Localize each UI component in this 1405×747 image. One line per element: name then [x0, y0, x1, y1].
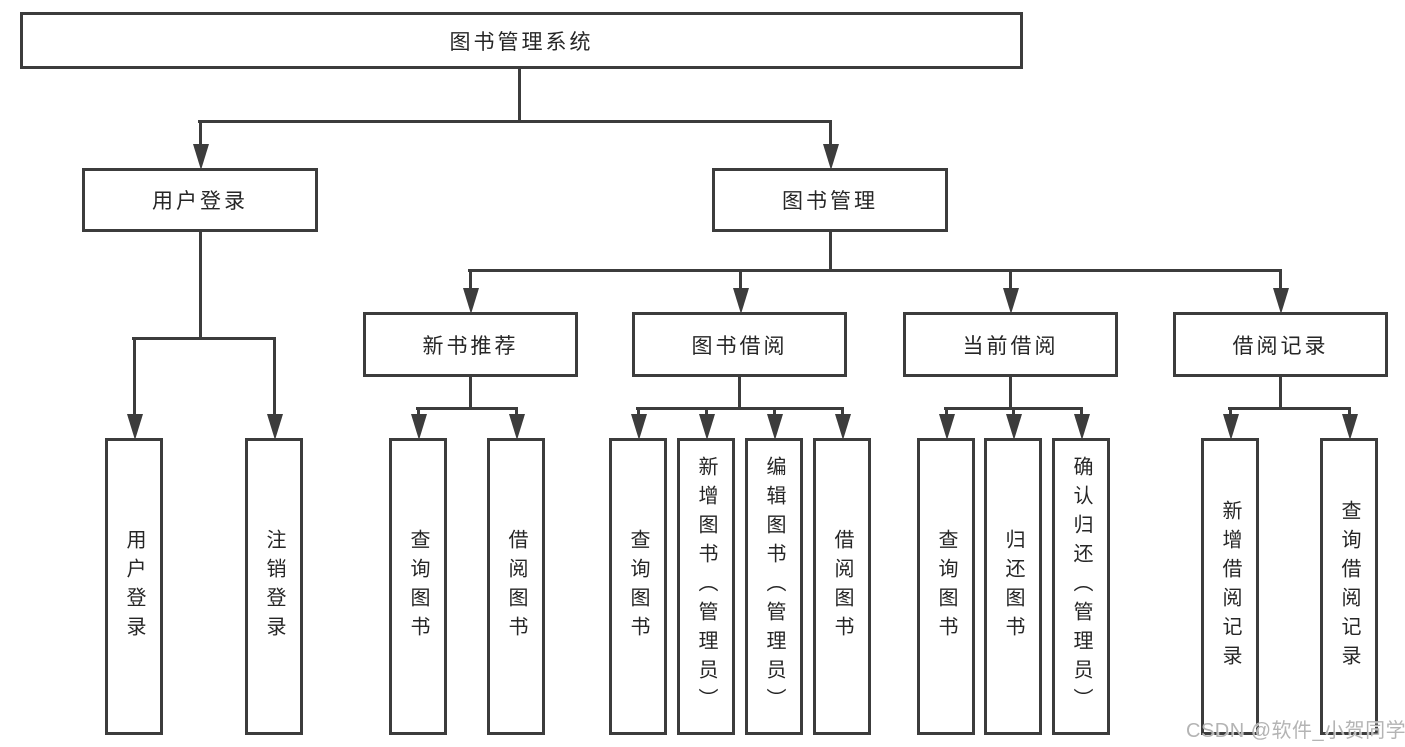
down-arrow-icon — [705, 407, 708, 414]
leaf-add-borrow-record: 新增借阅记录 — [1201, 438, 1259, 735]
node-book-borrowing: 图书借阅 — [632, 312, 847, 377]
edge-current-drop — [1009, 377, 1012, 407]
edge-book-management-bar — [468, 269, 1282, 272]
down-arrow-icon — [1012, 407, 1015, 414]
down-arrow-icon — [417, 407, 420, 414]
leaf-logout: 注销登录 — [245, 438, 303, 735]
node-book-management: 图书管理 — [712, 168, 948, 232]
edge-book-management-drop — [829, 232, 832, 269]
down-arrow-icon — [637, 407, 640, 414]
down-arrow-icon — [273, 337, 276, 414]
leaf-query-books-recommend: 查询图书 — [389, 438, 447, 735]
node-library-management-system: 图书管理系统 — [20, 12, 1023, 69]
leaf-borrow-books-borrowing: 借阅图书 — [813, 438, 871, 735]
watermark-text: CSDN @软件_小贺同学 — [1186, 720, 1405, 742]
down-arrow-icon — [945, 407, 948, 414]
down-arrow-icon — [1279, 269, 1282, 288]
leaf-query-books-current: 查询图书 — [917, 438, 975, 735]
leaf-confirm-return-admin: 确认归还（管理员） — [1052, 438, 1110, 735]
down-arrow-icon — [469, 269, 472, 288]
edge-user-login-drop — [199, 232, 202, 337]
leaf-return-books: 归还图书 — [984, 438, 1042, 735]
leaf-borrow-books-recommend: 借阅图书 — [487, 438, 545, 735]
leaf-query-borrow-record: 查询借阅记录 — [1320, 438, 1378, 735]
leaf-user-login: 用户登录 — [105, 438, 163, 735]
edge-recommend-bar — [416, 407, 517, 410]
edge-root-bar — [198, 120, 832, 123]
leaf-query-books-borrowing: 查询图书 — [609, 438, 667, 735]
node-current-borrowing: 当前借阅 — [903, 312, 1118, 377]
down-arrow-icon — [515, 407, 518, 414]
down-arrow-icon — [199, 120, 202, 144]
down-arrow-icon — [1229, 407, 1232, 414]
node-new-book-recommendation: 新书推荐 — [363, 312, 578, 377]
edge-borrowing-drop — [738, 377, 741, 407]
down-arrow-icon — [1080, 407, 1083, 414]
leaf-edit-book-admin: 编辑图书（管理员） — [745, 438, 803, 735]
down-arrow-icon — [829, 120, 832, 144]
down-arrow-icon — [773, 407, 776, 414]
node-user-login: 用户登录 — [82, 168, 318, 232]
edge-records-drop — [1279, 377, 1282, 407]
node-borrowing-records: 借阅记录 — [1173, 312, 1388, 377]
down-arrow-icon — [841, 407, 844, 414]
edge-user-login-bar — [132, 337, 275, 340]
down-arrow-icon — [1348, 407, 1351, 414]
edge-root-drop — [518, 69, 521, 120]
edge-records-bar — [1228, 407, 1350, 410]
down-arrow-icon — [1009, 269, 1012, 288]
edge-borrowing-bar — [636, 407, 843, 410]
down-arrow-icon — [739, 269, 742, 288]
down-arrow-icon — [133, 337, 136, 414]
edge-recommend-drop — [469, 377, 472, 407]
leaf-add-book-admin: 新增图书（管理员） — [677, 438, 735, 735]
